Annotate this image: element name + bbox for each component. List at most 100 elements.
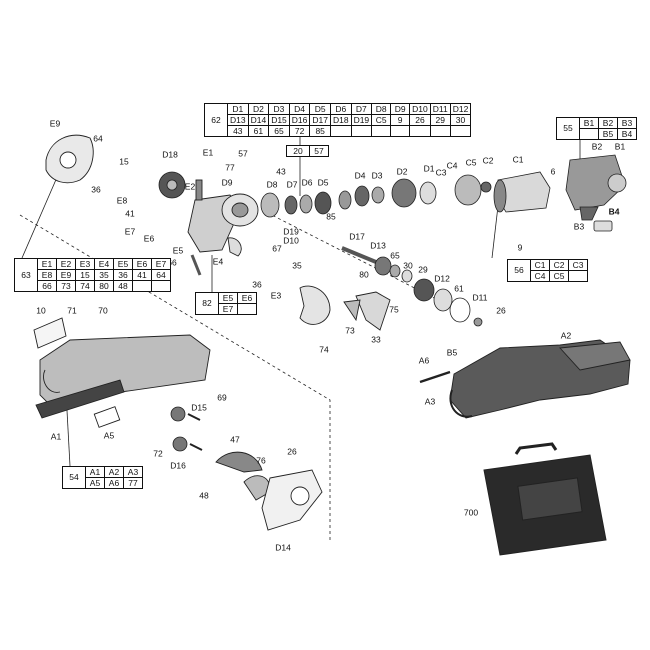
part-label: 41: [125, 208, 135, 219]
part-label: A2: [560, 330, 572, 341]
group-cell: D19: [350, 114, 373, 126]
group-cell: A6: [104, 477, 124, 489]
part-label: 57: [238, 148, 248, 159]
group-cell: D18: [329, 114, 352, 126]
group-cell: E8: [37, 269, 57, 281]
group-cell: 61: [247, 125, 270, 137]
group-cell: E6: [237, 292, 257, 304]
part-label: 77: [225, 162, 235, 173]
group-cell: E7: [218, 303, 238, 315]
group-cell: D13: [227, 114, 249, 126]
group-cell: [579, 128, 599, 140]
part-label: D17: [349, 231, 365, 242]
group-cell: D12: [449, 103, 472, 115]
part-label: D19: [283, 226, 299, 237]
part-label: D12: [434, 273, 450, 284]
e3-jaw-linkage: [299, 285, 391, 331]
part-label: B4: [608, 206, 620, 217]
group-cell: [151, 280, 171, 292]
group-cell: 48: [113, 280, 133, 292]
part-label: D8: [266, 179, 278, 190]
part-label: E1: [202, 147, 214, 158]
group-cell: D9: [390, 103, 411, 115]
part-label: 70: [98, 305, 108, 316]
part-label: D15: [191, 402, 207, 413]
group-cell: 77: [123, 477, 143, 489]
part-label: E7: [124, 226, 136, 237]
group-cell: [409, 125, 431, 137]
part-label: 36: [91, 184, 101, 195]
part-label: 85: [326, 211, 336, 222]
group-cell: 29: [429, 114, 451, 126]
group-cell: E5: [218, 292, 238, 304]
group-cell: C1: [530, 259, 550, 271]
group-cell: [132, 280, 152, 292]
group-cell: D7: [350, 103, 373, 115]
part-label: 76: [256, 455, 266, 466]
part-label: 75: [389, 304, 399, 315]
part-label: E4: [212, 256, 224, 267]
part-label: 43: [276, 166, 286, 177]
part-label: 74: [319, 344, 329, 355]
part-label: A5: [103, 430, 115, 441]
part-label: D13: [370, 240, 386, 251]
group-cell: 26: [409, 114, 431, 126]
part-label: 80: [359, 269, 369, 280]
b-battery-connector: [565, 154, 627, 232]
part-label: E5: [172, 245, 184, 256]
d-gear-train: [260, 178, 437, 218]
part-label: D9: [221, 177, 233, 188]
part-label: D11: [472, 292, 488, 303]
part-label: 47: [230, 434, 240, 445]
part-label: D14: [275, 542, 291, 553]
group-cell: 35: [94, 269, 114, 281]
group-cell: [390, 125, 411, 137]
group-cell: E9: [56, 269, 76, 281]
part-label: 73: [345, 325, 355, 336]
leader-c-group: [491, 205, 499, 259]
part-label: 66: [167, 257, 177, 268]
group-cell: 41: [132, 269, 152, 281]
group-key: 54: [62, 466, 86, 489]
carrying-case-700: [483, 442, 607, 556]
group-cell: C5: [371, 114, 392, 126]
part-label: 72: [153, 448, 163, 459]
group-cell: D11: [429, 103, 451, 115]
group-cell: A2: [104, 466, 124, 478]
group-cell: D14: [247, 114, 270, 126]
group-cell: [371, 125, 392, 137]
part-label: 33: [371, 334, 381, 345]
part-label: 69: [217, 392, 227, 403]
part-label: D2: [396, 166, 408, 177]
group-cell: [329, 125, 352, 137]
group-cell: E2: [56, 258, 76, 270]
part-label: B2: [591, 141, 603, 152]
leader-e9-group: [21, 174, 59, 259]
group-cell: C2: [549, 259, 569, 271]
part-label: 30: [403, 260, 413, 271]
dashed-boundary-right: [261, 209, 439, 301]
group-cell: E6: [132, 258, 152, 270]
d-output-shaft: [341, 246, 483, 327]
group-cell: 72: [288, 125, 311, 137]
part-label: 67: [272, 243, 282, 254]
part-label: B3: [573, 221, 585, 232]
group-cell: C4: [530, 270, 550, 282]
part-label: 15: [119, 156, 129, 167]
part-label: E6: [143, 233, 155, 244]
part-label: E2: [184, 181, 196, 192]
part-label: D3: [371, 170, 383, 181]
group-cell: [237, 303, 257, 315]
group-cell: D16: [288, 114, 311, 126]
part-label: E8: [116, 195, 128, 206]
group-cell: 85: [309, 125, 331, 137]
group-cell: B1: [579, 117, 599, 129]
group-cell: B3: [617, 117, 637, 129]
e-frame-assembly: [187, 179, 259, 276]
a2-cutter-tool: [419, 339, 631, 419]
part-label: B5: [446, 347, 458, 358]
part-label: D10: [283, 235, 299, 246]
